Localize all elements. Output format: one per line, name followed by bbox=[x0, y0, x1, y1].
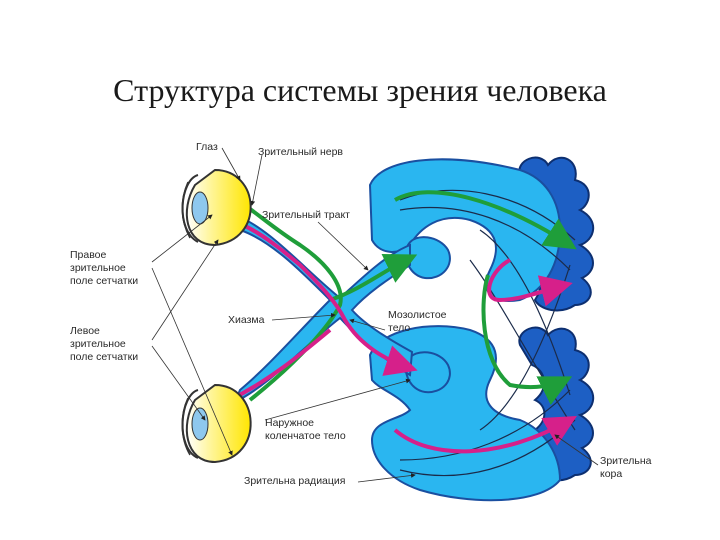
page-title: Структура системы зрения человека bbox=[113, 72, 607, 108]
magenta-fiber-pathway bbox=[209, 213, 577, 454]
label-left-field-1: Левое bbox=[70, 325, 100, 337]
label-lgn-2: коленчатое тело bbox=[265, 430, 346, 442]
label-optic-radiation: Зрительна радиация bbox=[244, 475, 345, 487]
label-corpus-callosum-2: тело bbox=[388, 322, 410, 334]
lower-eye bbox=[181, 383, 252, 464]
label-lgn-1: Наружное bbox=[265, 417, 314, 429]
label-right-field-3: поле сетчатки bbox=[70, 275, 138, 287]
label-left-field-3: поле сетчатки bbox=[70, 351, 138, 363]
label-left-field-2: зрительное bbox=[70, 338, 126, 350]
label-optic-tract: Зрительный тракт bbox=[262, 209, 350, 221]
label-eye: Глаз bbox=[196, 141, 218, 153]
label-optic-nerve: Зрительный нерв bbox=[258, 146, 343, 158]
label-chiasm: Хиазма bbox=[228, 314, 265, 326]
label-right-field-2: зрительное bbox=[70, 262, 126, 274]
label-visual-cortex-2: кора bbox=[600, 468, 622, 480]
leader-lines bbox=[151, 147, 599, 483]
label-right-field-1: Правое bbox=[70, 249, 107, 261]
upper-eye bbox=[181, 168, 252, 247]
label-corpus-callosum-1: Мозолистое bbox=[388, 309, 447, 321]
label-visual-cortex-1: Зрительна bbox=[600, 455, 652, 467]
